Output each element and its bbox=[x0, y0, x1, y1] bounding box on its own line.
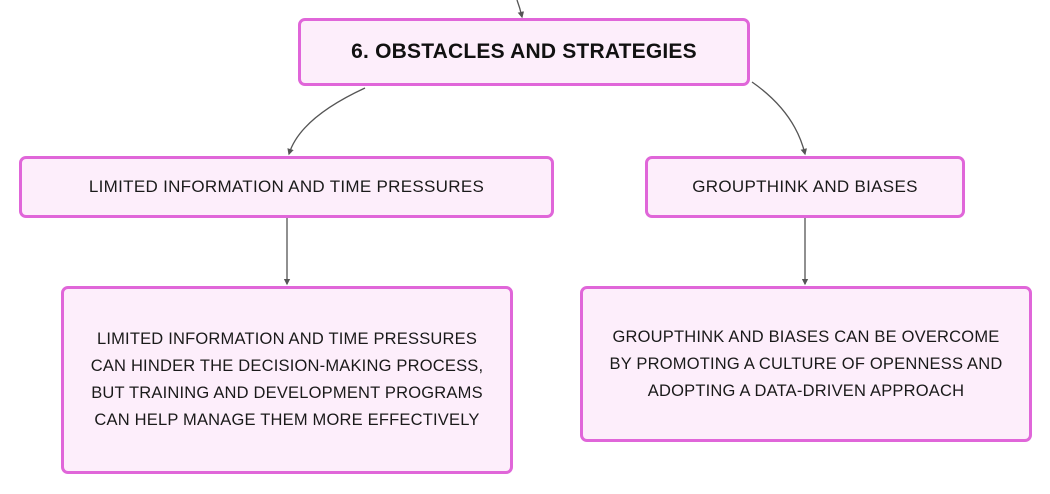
branch-node-label: LIMITED INFORMATION AND TIME PRESSURES bbox=[88, 177, 485, 196]
detail-node-limited-information[interactable]: LIMITED INFORMATION AND TIME PRESSURES C… bbox=[61, 286, 513, 474]
detail-node-text: GROUPTHINK AND BIASES CAN BE OVERCOME BY… bbox=[609, 327, 1003, 400]
branch-node-label: GROUPTHINK AND BIASES bbox=[692, 177, 918, 196]
connector-root-to-left-branch bbox=[287, 87, 366, 156]
root-node[interactable]: 6. OBSTACLES AND STRATEGIES bbox=[298, 18, 750, 86]
root-node-label: 6. OBSTACLES AND STRATEGIES bbox=[351, 40, 697, 63]
connector-root-to-right-branch bbox=[751, 81, 807, 156]
detail-node-groupthink[interactable]: GROUPTHINK AND BIASES CAN BE OVERCOME BY… bbox=[580, 286, 1032, 442]
detail-node-text: LIMITED INFORMATION AND TIME PRESSURES C… bbox=[90, 330, 484, 429]
branch-node-limited-information[interactable]: LIMITED INFORMATION AND TIME PRESSURES bbox=[19, 156, 554, 218]
branch-node-groupthink[interactable]: GROUPTHINK AND BIASES bbox=[645, 156, 965, 218]
connector-incoming bbox=[516, 0, 525, 19]
